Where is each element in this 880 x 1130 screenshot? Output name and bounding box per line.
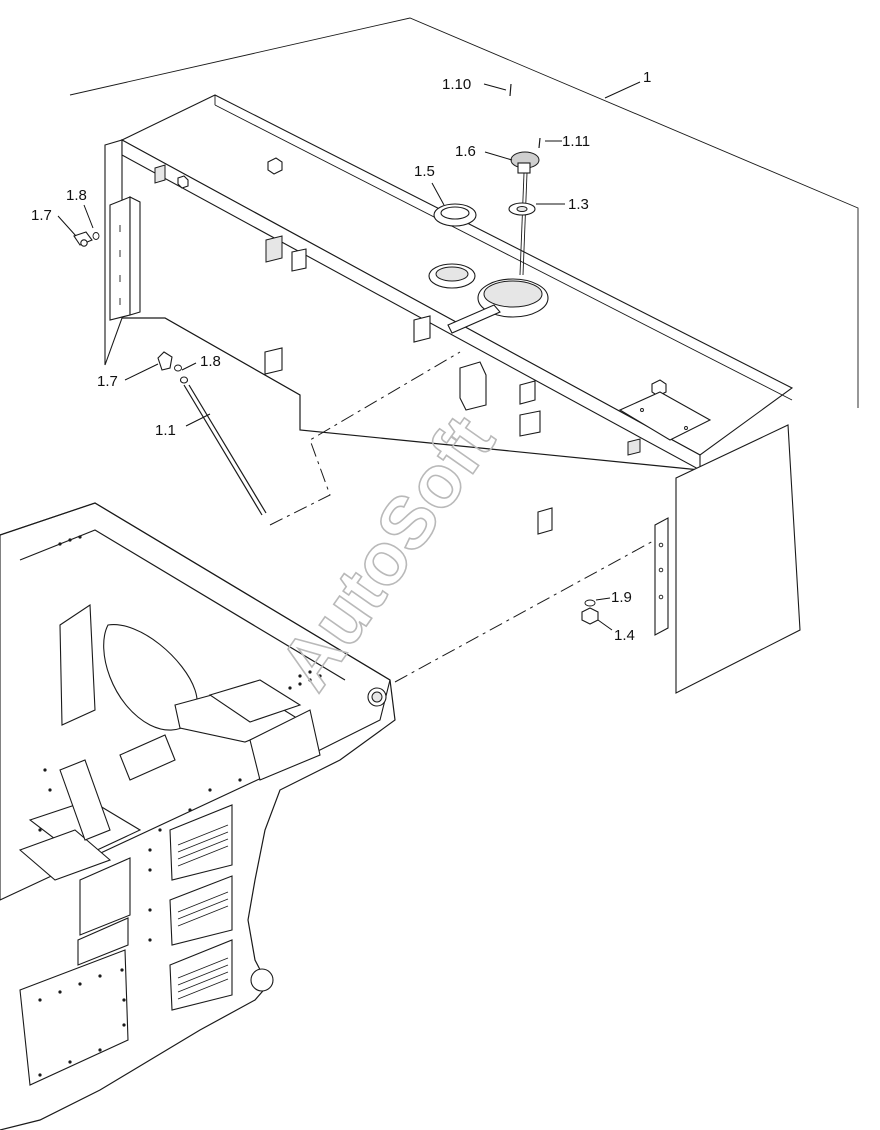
callout-1-8-top: 1.8 (66, 187, 87, 204)
callout-1-7-top: 1.7 (31, 207, 52, 224)
callout-leaders (57, 81, 641, 631)
loose-parts (73, 83, 599, 625)
callout-1-4: 1.4 (614, 627, 635, 644)
callout-labels: 1 1.10 1.11 1.6 1.5 1.3 1.8 1.7 1.7 1.8 … (31, 69, 651, 644)
callout-1-6: 1.6 (455, 143, 476, 160)
callout-1-1: 1.1 (155, 422, 176, 439)
fuel-tank (104, 94, 801, 694)
callout-1-9: 1.9 (611, 589, 632, 606)
callout-1: 1 (643, 69, 651, 86)
callout-1-8-mid: 1.8 (200, 353, 221, 370)
callout-1-3: 1.3 (568, 196, 589, 213)
callout-1-11: 1.11 (562, 133, 590, 150)
callout-1-10: 1.10 (442, 76, 471, 93)
assembly-boundary (69, 17, 859, 408)
callout-1-5: 1.5 (414, 163, 435, 180)
callout-1-7-mid: 1.7 (97, 373, 118, 390)
assembly-centerlines (269, 351, 656, 683)
chassis-frame (0, 502, 396, 1130)
watermark-text: AutoSoft (263, 401, 510, 704)
